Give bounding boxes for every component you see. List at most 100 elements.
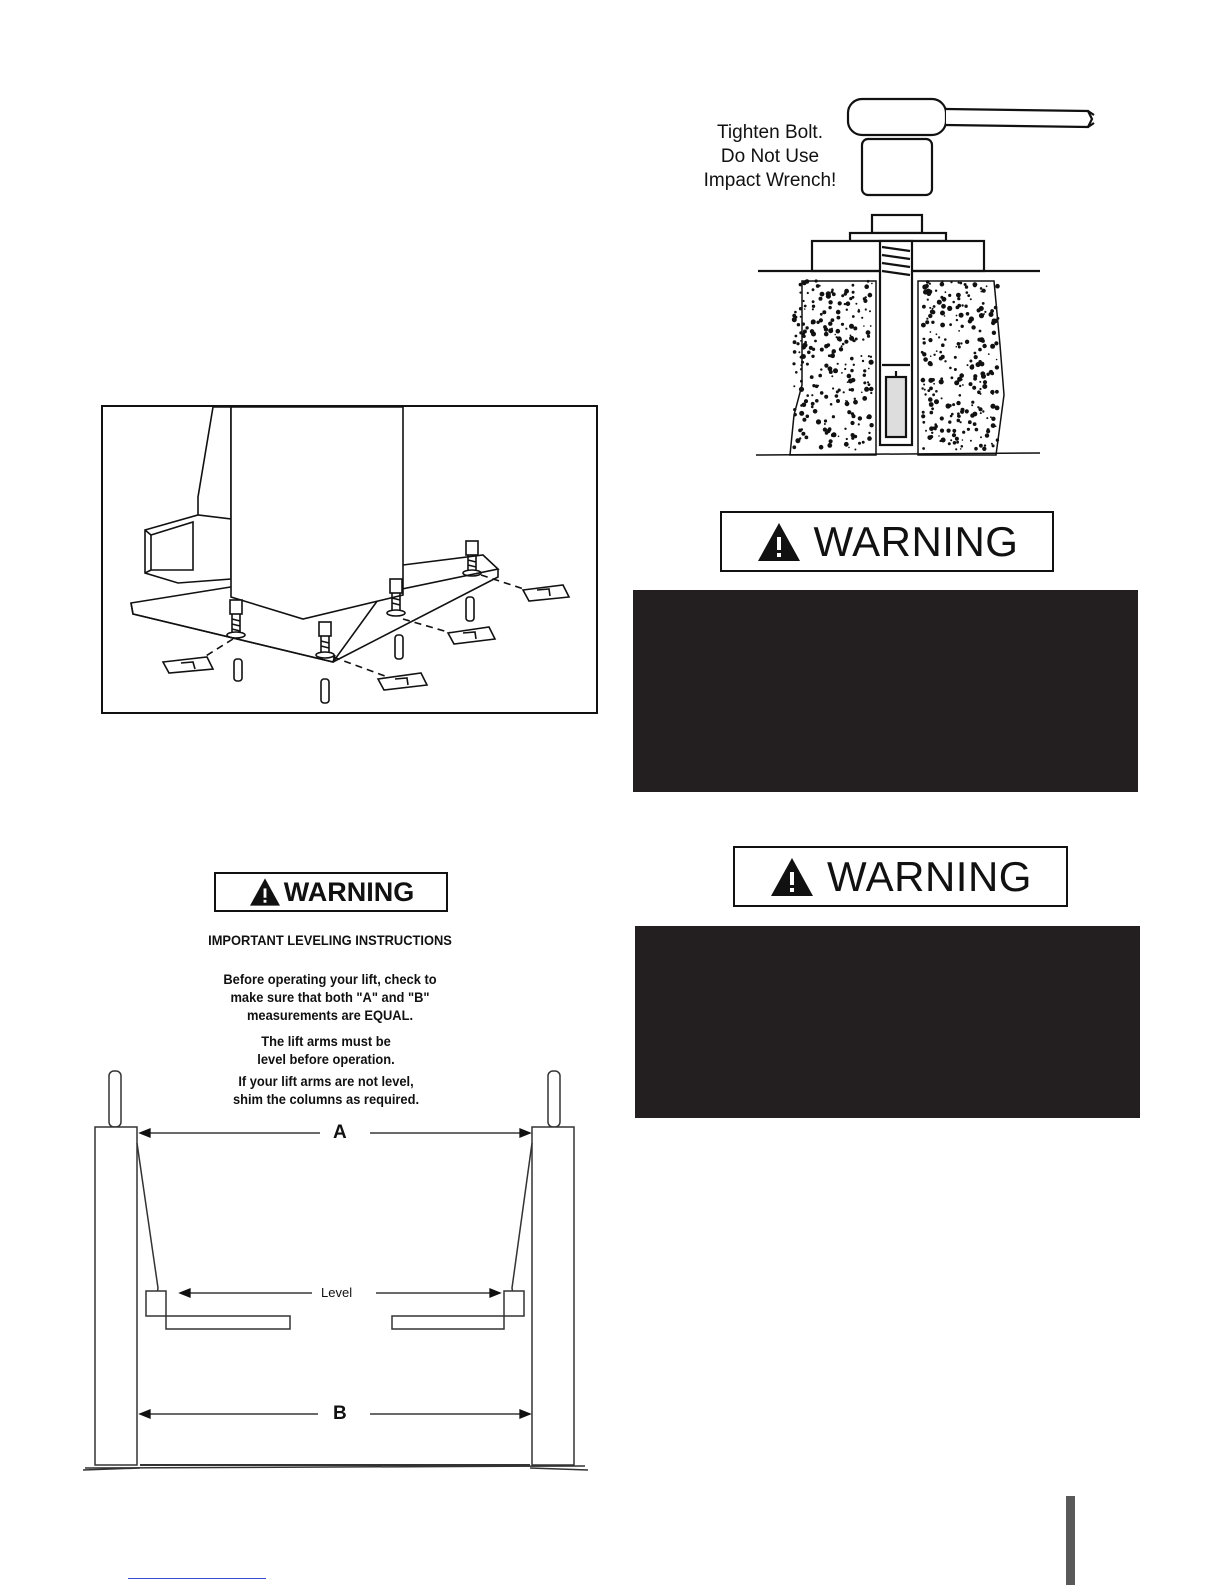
dimension-label-a: A — [333, 1122, 347, 1143]
concrete-speckle — [867, 367, 870, 370]
concrete-speckle — [952, 441, 957, 445]
concrete-speckle — [957, 303, 962, 308]
concrete-speckle — [830, 291, 833, 294]
concrete-speckle — [857, 416, 863, 421]
torque-note-line-3: Impact Wrench! — [703, 170, 837, 191]
concrete-speckle — [953, 368, 957, 371]
concrete-speckle — [858, 441, 861, 445]
concrete-speckle — [845, 400, 847, 402]
concrete-speckle — [806, 291, 809, 295]
concrete-speckle — [835, 309, 841, 315]
concrete-speckle — [926, 317, 929, 320]
concrete-speckle — [822, 310, 827, 315]
concrete-speckle — [925, 320, 930, 325]
concrete-speckle — [939, 281, 945, 287]
concrete-speckle — [958, 394, 962, 397]
leveling-p3-line-1: If your lift arms are not level, — [238, 1073, 414, 1089]
concrete-speckle — [799, 437, 802, 440]
concrete-speckle — [929, 386, 933, 391]
concrete-speckle — [810, 346, 813, 349]
concrete-speckle — [799, 368, 803, 371]
concrete-speckle — [931, 307, 934, 310]
concrete-speckle — [863, 298, 868, 303]
concrete-speckle — [867, 383, 871, 386]
concrete-speckle — [979, 380, 982, 383]
concrete-speckle — [955, 318, 959, 322]
concrete-speckle — [804, 340, 807, 344]
concrete-speckle — [965, 410, 968, 414]
concrete-speckle — [828, 370, 833, 374]
concrete-speckle — [923, 337, 926, 341]
concrete-speckle — [939, 428, 945, 433]
concrete-speckle — [857, 309, 861, 313]
concrete-speckle — [852, 339, 855, 342]
concrete-speckle — [849, 297, 853, 301]
concrete-speckle — [960, 445, 964, 448]
concrete-speckle — [828, 427, 831, 430]
concrete-speckle — [849, 323, 854, 329]
concrete-speckle — [944, 291, 947, 294]
concrete-speckle — [794, 310, 797, 314]
concrete-speckle — [994, 341, 999, 346]
concrete-speckle — [964, 339, 970, 344]
concrete-speckle — [956, 342, 961, 346]
concrete-speckle — [955, 314, 958, 317]
concrete-speckle — [969, 359, 973, 363]
concrete-speckle — [940, 310, 945, 316]
concrete-speckle — [921, 387, 924, 390]
concrete-speckle — [829, 354, 833, 358]
concrete-speckle — [990, 371, 995, 376]
concrete-speckle — [836, 399, 840, 403]
leveling-paragraph-1: Before operating your lift, check to mak… — [100, 970, 560, 1024]
concrete-speckle — [831, 375, 834, 378]
concrete-speckle — [847, 410, 852, 415]
concrete-speckle — [811, 304, 816, 308]
concrete-speckle — [934, 289, 938, 292]
concrete-speckle — [929, 355, 932, 358]
concrete-speckle — [943, 315, 946, 317]
concrete-speckle — [959, 281, 963, 285]
concrete-speckle — [933, 353, 936, 356]
concrete-speckle — [870, 391, 873, 395]
concrete-speckle — [978, 407, 983, 412]
concrete-speckle — [973, 355, 978, 360]
concrete-speckle — [979, 392, 982, 395]
concrete-speckle — [824, 363, 829, 368]
concrete-speckle — [805, 362, 809, 366]
concrete-speckle — [845, 308, 848, 311]
concrete-speckle — [934, 399, 939, 405]
concrete-speckle — [844, 427, 847, 430]
concrete-speckle — [978, 347, 982, 352]
concrete-speckle — [818, 444, 824, 450]
concrete-speckle — [939, 416, 944, 421]
concrete-speckle — [967, 294, 971, 297]
concrete-speckle — [978, 313, 985, 319]
concrete-speckle — [796, 342, 800, 346]
concrete-speckle — [972, 422, 977, 426]
concrete-speckle — [920, 350, 924, 354]
concrete-speckle — [863, 325, 865, 327]
concrete-speckle — [949, 366, 952, 370]
concrete-speckle — [798, 282, 803, 287]
concrete-speckle — [824, 431, 829, 435]
concrete-speckle — [833, 368, 838, 374]
concrete-speckle — [950, 439, 953, 442]
concrete-speckle — [866, 279, 870, 283]
torque-note-line-2: Do Not Use — [720, 146, 820, 167]
concrete-speckle — [823, 331, 829, 337]
leveling-warning-badge: WARNING — [214, 872, 448, 912]
concrete-speckle — [834, 394, 839, 398]
concrete-speckle — [926, 298, 929, 301]
concrete-speckle — [811, 308, 814, 311]
concrete-speckle — [940, 437, 946, 443]
concrete-speckle — [845, 327, 848, 330]
concrete-speckle — [950, 281, 953, 284]
concrete-speckle — [851, 295, 855, 299]
concrete-speckle — [925, 429, 927, 432]
concrete-speckle — [852, 363, 855, 366]
concrete-speckle — [995, 389, 999, 394]
concrete-speckle — [846, 373, 852, 379]
concrete-speckle — [978, 329, 982, 333]
concrete-speckle — [922, 420, 926, 424]
concrete-speckle — [979, 361, 985, 367]
